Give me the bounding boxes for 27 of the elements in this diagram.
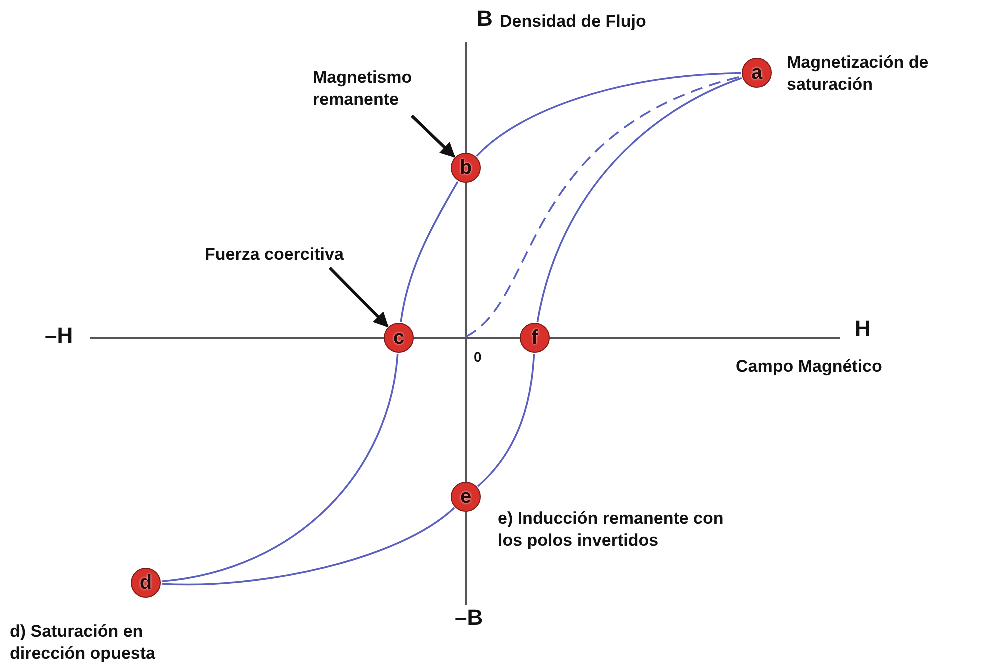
point-marker: d [131, 568, 161, 598]
hysteresis-curve [536, 77, 742, 322]
point-caption: Magnetización de saturación [787, 52, 930, 96]
point-marker: a [742, 58, 772, 88]
annotation-text: Magnetismo remanente [313, 67, 453, 111]
hysteresis-curve [476, 72, 742, 157]
axis-label: B [477, 8, 493, 30]
leader-arrow [410, 114, 456, 158]
point-caption: d) Saturación en dirección opuesta [10, 621, 156, 665]
point-caption: e) Inducción remanente con los polos invertidos [498, 508, 725, 552]
origin-label: 0 [474, 348, 482, 367]
axis-title: Densidad de Flujo [500, 11, 646, 33]
hysteresis-curve [162, 354, 399, 583]
axis-label: –B [455, 607, 484, 629]
hysteresis-curve [162, 507, 455, 586]
leader-arrow [328, 266, 389, 328]
point-marker: c [384, 323, 414, 353]
point-marker: f [520, 323, 550, 353]
hysteresis-curve [477, 354, 536, 488]
point-marker: e [451, 482, 481, 512]
annotation-text: Fuerza coercitiva [205, 244, 405, 266]
hysteresis-curve [465, 76, 742, 338]
point-marker: b [451, 153, 481, 183]
axis-title: Campo Magnético [736, 356, 882, 378]
hysteresis-curve [400, 181, 459, 322]
axis-label: –H [45, 325, 74, 347]
axis-label: H [855, 318, 871, 340]
